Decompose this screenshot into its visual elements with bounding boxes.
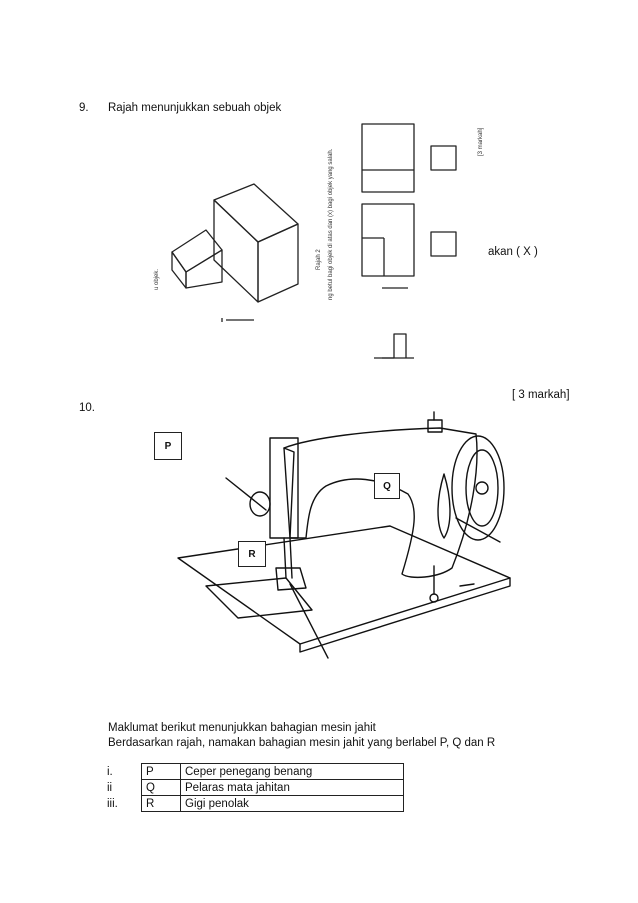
q9-marks: [ 3 markah] <box>512 389 570 401</box>
q9-figure-label-marks: [3 markah] <box>478 127 484 156</box>
answer-row: i. P Ceper penegang benang <box>107 763 404 780</box>
sewing-machine-drawing <box>177 411 511 659</box>
answer-text: Ceper penegang benang <box>180 763 404 780</box>
q9-figure-drawing: Rajah 2 ng betul bagi objek di atas dan … <box>154 123 484 359</box>
answer-text: Pelaras mata jahitan <box>180 779 404 796</box>
answer-letter: R <box>141 795 181 812</box>
answer-row: ii Q Pelaras mata jahitan <box>107 779 404 796</box>
sewing-machine-figure <box>140 408 516 663</box>
label-q: Q <box>374 473 400 499</box>
label-p: P <box>154 432 182 460</box>
answer-num: i. <box>107 765 113 778</box>
label-r: R <box>238 541 266 567</box>
q9-stem: Rajah menunjukkan sebuah objek <box>108 102 282 114</box>
q9-answer-hint: akan ( X ) <box>488 246 538 258</box>
answer-num: ii <box>107 781 113 794</box>
answer-letter: P <box>141 763 181 780</box>
q9-figure: Rajah 2 ng betul bagi objek di atas dan … <box>106 118 492 390</box>
q10-number: 10. <box>79 402 95 414</box>
answer-row: iii. R Gigi penolak <box>107 795 404 812</box>
answer-letter: Q <box>141 779 181 796</box>
answer-num: iii. <box>107 797 118 810</box>
q9-figure-label-objek: u objek. <box>154 269 160 290</box>
answer-text: Gigi penolak <box>180 795 404 812</box>
q9-number: 9. <box>79 102 89 114</box>
q9-figure-label-rajah: Rajah 2 <box>316 249 322 270</box>
q10-info-line1: Maklumat berikut menunjukkan bahagian me… <box>108 722 376 734</box>
q10-info-line2: Berdasarkan rajah, namakan bahagian mesi… <box>108 737 496 749</box>
answer-table: i. P Ceper penegang benang ii Q Pelaras … <box>107 763 404 812</box>
q9-figure-label-instruction: ng betul bagi objek di atas dan (x) bagi… <box>328 148 334 300</box>
